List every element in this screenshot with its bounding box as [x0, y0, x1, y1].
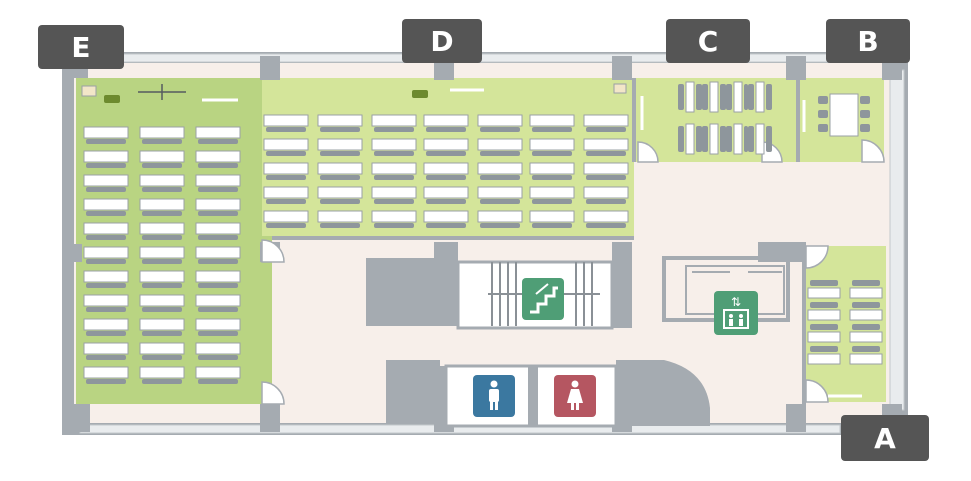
- elevator-icon[interactable]: ⇅: [714, 291, 758, 335]
- room-label-b[interactable]: B: [826, 19, 910, 63]
- room-d-furniture: [263, 83, 629, 228]
- partition-walls: [272, 78, 806, 406]
- room-label-d[interactable]: D: [402, 19, 482, 63]
- room-label-e-text: E: [71, 31, 90, 64]
- room-a-furniture: [807, 280, 883, 398]
- room-label-e[interactable]: E: [38, 25, 124, 69]
- room-label-c[interactable]: C: [666, 19, 750, 63]
- building-core: [366, 242, 802, 428]
- room-label-d-text: D: [430, 25, 453, 58]
- room-label-a-text: A: [874, 422, 896, 455]
- svg-text:⇅: ⇅: [731, 295, 741, 309]
- room-label-b-text: B: [857, 25, 878, 58]
- womens-restroom-icon[interactable]: [554, 375, 596, 417]
- room-label-c-text: C: [698, 25, 719, 58]
- room-e-furniture: [81, 84, 241, 384]
- stairs-icon[interactable]: [522, 278, 564, 320]
- room-d-floor: [262, 78, 634, 236]
- door-swings: [261, 139, 885, 405]
- room-b-furniture: [802, 93, 870, 137]
- mens-restroom-icon[interactable]: [473, 375, 515, 417]
- room-label-a[interactable]: A: [841, 415, 929, 461]
- room-c-furniture: [640, 81, 772, 155]
